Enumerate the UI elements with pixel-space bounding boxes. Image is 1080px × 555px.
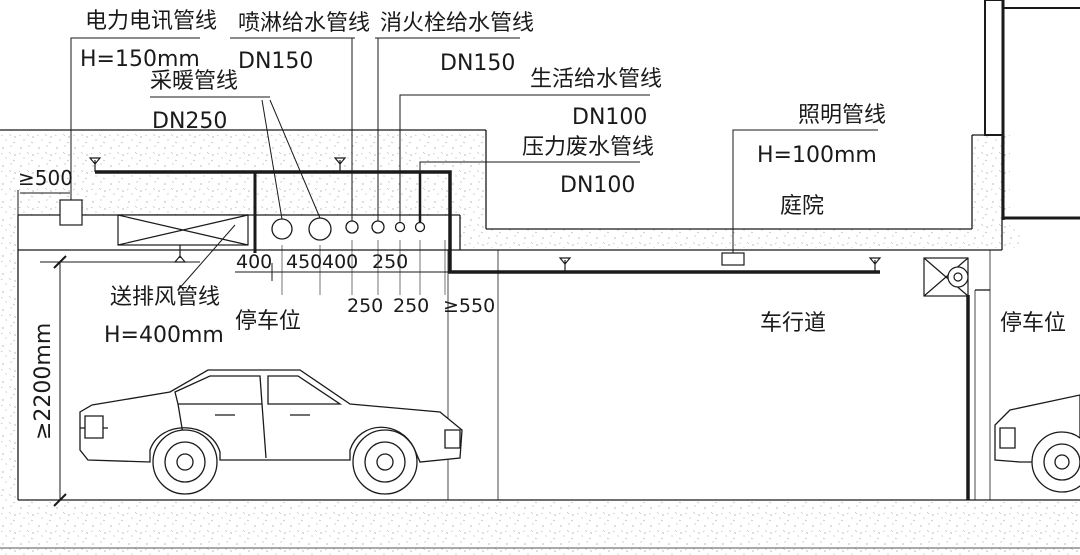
label-pressure-waste: 压力废水管线 xyxy=(522,135,654,160)
label-parking-left: 停车位 xyxy=(235,309,301,334)
clearance-dimension xyxy=(40,255,200,507)
label-sprinkler-dn: DN150 xyxy=(238,49,313,74)
car-left xyxy=(79,369,463,495)
label-hydrant: 消火栓给水管线 xyxy=(380,11,534,36)
power-telecom-conduit xyxy=(59,199,83,226)
label-hydrant-dn: DN150 xyxy=(440,51,515,76)
car-right xyxy=(994,394,1080,493)
dim-top-4: 250 xyxy=(372,251,408,273)
dim-top-3: 400 xyxy=(322,251,358,273)
sprinkler-heads xyxy=(88,157,882,272)
label-sprinkler: 喷淋给水管线 xyxy=(238,11,370,36)
leader-lines xyxy=(17,37,878,291)
pipe-sections xyxy=(271,217,426,241)
label-power-telecom-height: H=150mm xyxy=(80,47,200,72)
ventilation-duct xyxy=(117,214,249,246)
dim-bottom-2: 250 xyxy=(393,295,429,317)
label-ventilation: 送排风管线 xyxy=(110,285,220,310)
label-courtyard: 庭院 xyxy=(780,194,824,219)
label-heating-dn: DN250 xyxy=(152,109,227,134)
label-pressure-waste-dn: DN100 xyxy=(560,173,635,198)
label-parking-right: 停车位 xyxy=(1000,311,1066,336)
dim-bottom-3: ≥550 xyxy=(443,295,495,317)
label-lighting-height: H=100mm xyxy=(757,143,877,168)
fan-unit xyxy=(923,257,969,297)
label-domestic: 生活给水管线 xyxy=(530,67,662,92)
structure-outlines xyxy=(0,129,1080,549)
label-offset-500: ≥500 xyxy=(18,166,73,190)
label-heating: 采暖管线 xyxy=(150,69,238,94)
label-domestic-dn: DN100 xyxy=(572,105,647,130)
dim-bottom-1: 250 xyxy=(347,295,383,317)
label-clearance: ≥2200mm xyxy=(31,323,56,440)
dim-top-1: 400 xyxy=(236,251,272,273)
label-lighting: 照明管线 xyxy=(798,103,886,128)
dim-top-2: 450 xyxy=(286,251,322,273)
building-wall xyxy=(984,0,1080,220)
label-ventilation-height: H=400mm xyxy=(104,323,224,348)
dimension-chain xyxy=(235,240,450,295)
label-driveway: 车行道 xyxy=(760,311,826,336)
label-power-telecom: 电力电讯管线 xyxy=(85,9,217,34)
